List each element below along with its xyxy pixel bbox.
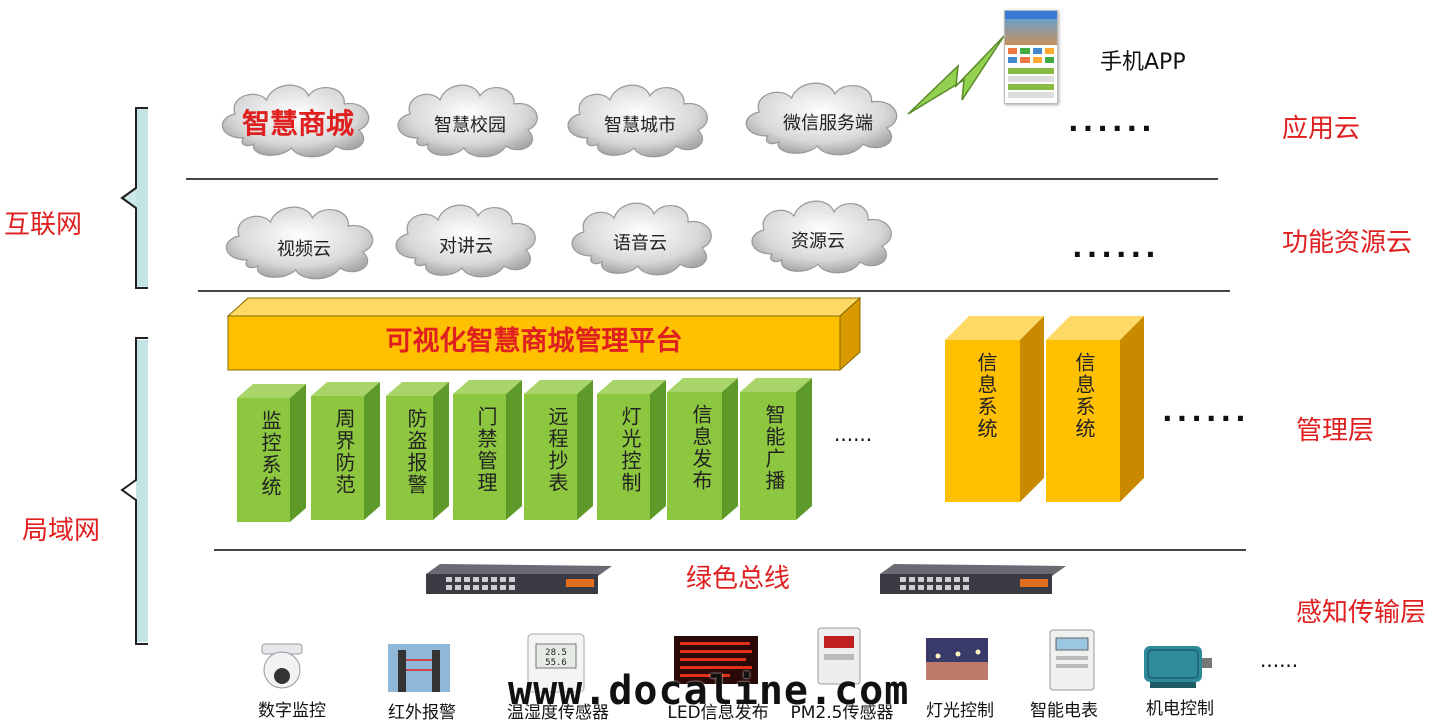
device-thermometer-icon: 28.5 55.6 [527, 633, 585, 693]
device-infrared-icon [388, 644, 450, 692]
green-box-5 [524, 380, 593, 520]
switch-left [426, 564, 612, 594]
green-box-6 [597, 380, 666, 520]
cloud-label-voice: 语音云 [613, 233, 667, 254]
ellipsis-subsystems: ······ [834, 428, 873, 452]
green-box-7 [667, 378, 738, 520]
cloud-label-wechat: 微信服务端 [783, 113, 873, 134]
cloud-label-smart-mall: 智慧商城 [241, 107, 355, 140]
separator-2 [198, 290, 1230, 292]
device-label-camera: 数字监控 [258, 701, 326, 721]
cloud-label-resource: 资源云 [791, 231, 845, 252]
green-box-8 [740, 378, 812, 520]
lan-label: 局域网 [22, 516, 101, 546]
subsystem-label-6: 灯光控制 [618, 406, 642, 494]
layer-sense: 感知传输层 [1296, 598, 1427, 628]
watermark: www.docaline.com [508, 668, 910, 714]
device-camera-icon [261, 643, 303, 689]
green-box-1 [237, 384, 306, 522]
internet-label: 互联网 [4, 210, 83, 240]
layer-app-cloud: 应用云 [1282, 114, 1361, 144]
bus-label: 绿色总线 [686, 564, 791, 594]
lan-bracket-fill [136, 340, 148, 642]
internet-bracket-fill [136, 110, 148, 286]
green-boxes [237, 378, 812, 522]
device-meter-icon [1049, 629, 1095, 691]
cloud-label-smart-campus: 智慧校园 [434, 115, 506, 136]
subsystem-label-7: 信息发布 [689, 404, 713, 492]
ellipsis-devices: ······ [1260, 654, 1299, 678]
subsystem-label-2: 周界防范 [332, 408, 356, 496]
cloud-label-intercom: 对讲云 [439, 236, 493, 257]
device-label-motor: 机电控制 [1146, 699, 1214, 719]
subsystem-label-8: 智能广播 [762, 404, 786, 492]
info-system-label-1: 信息系统 [974, 352, 998, 440]
info-system-label-2: 信息系统 [1072, 352, 1096, 440]
separator-3 [214, 549, 1246, 551]
green-box-3 [386, 382, 449, 520]
device-pm25-icon [817, 627, 861, 685]
lan-bracket [120, 337, 148, 645]
device-street-light-icon [926, 638, 988, 680]
separator-1 [186, 178, 1218, 180]
device-label-infrared: 红外报警 [388, 703, 456, 723]
yellow-box-1 [945, 316, 1044, 502]
subsystem-label-5: 远程抄表 [545, 406, 569, 494]
device-label-led: LED信息发布 [667, 703, 769, 723]
platform-title: 可视化智慧商城管理平台 [385, 326, 683, 357]
ellipsis-mgmt: ······ [1162, 402, 1250, 435]
ellipsis-app: ······ [1068, 112, 1156, 145]
cloud-label-smart-city: 智慧城市 [604, 115, 676, 136]
svg-text:28.5: 28.5 [545, 648, 567, 658]
layer-func-cloud: 功能资源云 [1282, 228, 1413, 258]
phone-icon [1004, 10, 1058, 104]
device-label-light: 灯光控制 [926, 701, 994, 721]
device-label-thermo: 温湿度传感器 [507, 703, 609, 723]
svg-text:55.6: 55.6 [545, 658, 567, 668]
yellow-box-2 [1046, 316, 1144, 502]
subsystem-label-4: 门禁管理 [474, 406, 498, 494]
switch-right [880, 564, 1066, 594]
mobile-app-label: 手机APP [1100, 50, 1186, 75]
layer-mgmt: 管理层 [1296, 416, 1375, 446]
device-led-display-icon [674, 636, 758, 684]
cloud-label-video: 视频云 [277, 239, 331, 260]
device-label-pm25: PM2.5传感器 [790, 703, 894, 723]
subsystem-label-3: 防盗报警 [404, 408, 428, 496]
green-box-4 [453, 380, 522, 520]
device-label-meter: 智能电表 [1030, 701, 1098, 721]
ellipsis-func: ······ [1072, 238, 1160, 271]
device-motor-icon [1144, 646, 1212, 688]
subsystem-label-1: 监控系统 [258, 410, 282, 498]
platform-front [227, 315, 841, 371]
green-box-2 [311, 382, 380, 520]
